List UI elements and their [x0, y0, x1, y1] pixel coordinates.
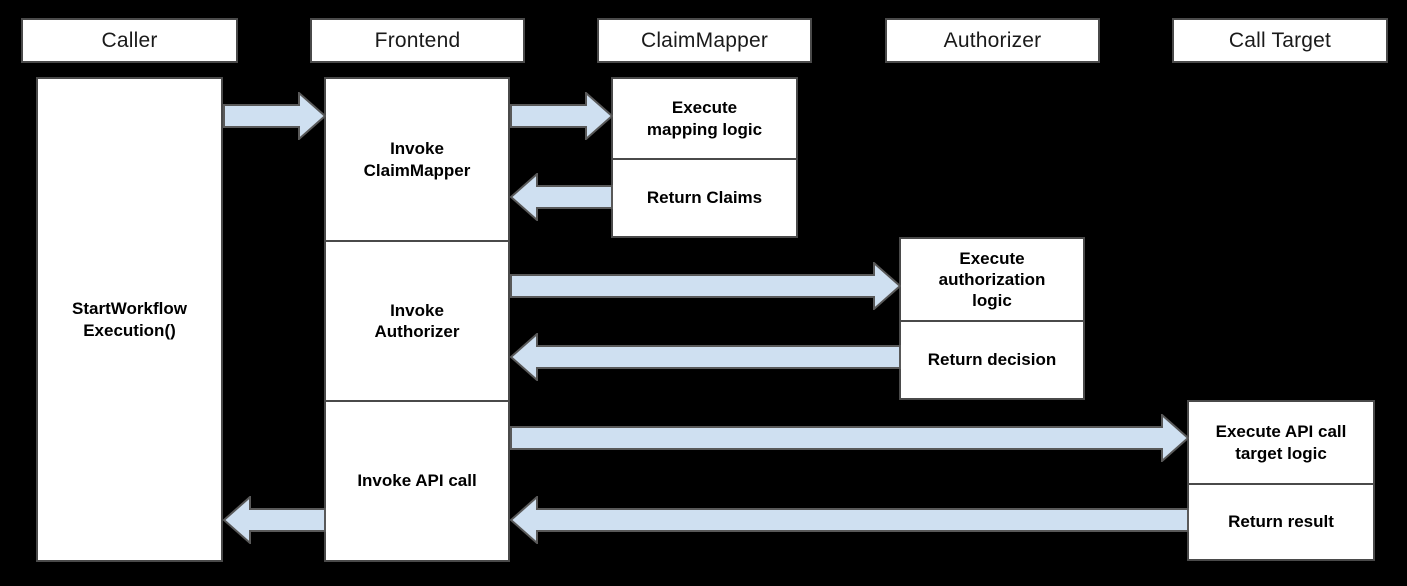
calltarget-cell2-line1: Return result [1228, 512, 1334, 532]
lane-header-calltarget: Call Target [1172, 18, 1388, 63]
frontend-cell2-line1: Invoke [390, 300, 444, 320]
frontend-cell3-line1: Invoke API call [357, 471, 477, 491]
caller-cell-line2: Execution() [83, 320, 176, 340]
authorizer-cell1-line1: Execute [959, 248, 1025, 268]
claimmapper-cell2-line1: Return Claims [646, 188, 763, 208]
activation-cell-frontend-invoke-claimmapper: Invoke ClaimMapper [326, 79, 508, 240]
message-arrow-frontend-to-claimmapper [510, 92, 613, 140]
activation-cell-calltarget-execute-api-call-target-logic: Execute API call target logic [1189, 402, 1373, 483]
calltarget-cell1-line2: target logic [1235, 443, 1327, 463]
activation-cell-claimmapper-return-claims: Return Claims [613, 158, 796, 236]
message-arrow-frontend-to-authorizer [510, 262, 901, 310]
activation-calltarget: Execute API call target logic Return res… [1187, 400, 1375, 561]
claimmapper-cell1-line1: Execute [671, 98, 738, 118]
message-arrow-frontend-to-calltarget [510, 414, 1189, 462]
lane-header-claimmapper: ClaimMapper [597, 18, 812, 63]
authorizer-cell1-line3: logic [972, 291, 1012, 311]
caller-cell-line1: StartWorkflow [72, 299, 187, 319]
lane-header-caller: Caller [21, 18, 238, 63]
calltarget-cell1-line1: Execute API call [1215, 422, 1347, 442]
activation-cell-claimmapper-execute-mapping-logic: Execute mapping logic [613, 79, 796, 158]
message-arrow-authorizer-to-frontend [509, 333, 901, 381]
claimmapper-cell1-line2: mapping logic [646, 119, 763, 139]
frontend-cell2-line2: Authorizer [374, 322, 460, 341]
message-arrow-calltarget-to-frontend [509, 496, 1189, 544]
lane-header-authorizer-label: Authorizer [943, 29, 1042, 52]
activation-cell-authorizer-execute-authorization-logic: Execute authorization logic [901, 239, 1083, 320]
activation-claimmapper: Execute mapping logic Return Claims [611, 77, 798, 238]
lane-header-frontend-label: Frontend [374, 29, 461, 52]
frontend-cell1-line2: ClaimMapper [363, 160, 471, 180]
lane-header-calltarget-label: Call Target [1228, 29, 1332, 52]
activation-cell-frontend-invoke-api-call: Invoke API call [326, 400, 508, 560]
activation-authorizer: Execute authorization logic Return decis… [899, 237, 1085, 400]
activation-cell-frontend-invoke-authorizer: Invoke Authorizer [326, 240, 508, 400]
lane-header-frontend: Frontend [310, 18, 525, 63]
message-arrow-frontend-to-caller [222, 496, 326, 544]
activation-cell-caller-start-workflow: StartWorkflow Execution() [38, 79, 221, 560]
activation-caller: StartWorkflow Execution() [36, 77, 223, 562]
authorizer-cell1-line2: authorization [938, 269, 1046, 289]
frontend-cell1-line1: Invoke [390, 139, 444, 159]
authorizer-cell2-line1: Return decision [927, 350, 1057, 370]
lane-header-claimmapper-label: ClaimMapper [640, 29, 769, 52]
message-arrow-claimmapper-to-frontend [509, 173, 613, 221]
activation-cell-authorizer-return-decision: Return decision [901, 320, 1083, 398]
activation-cell-calltarget-return-result: Return result [1189, 483, 1373, 559]
message-arrow-caller-to-frontend [223, 92, 326, 140]
lane-header-authorizer: Authorizer [885, 18, 1100, 63]
lane-header-caller-label: Caller [101, 29, 158, 52]
activation-frontend: Invoke ClaimMapper Invoke Authorizer Inv… [324, 77, 510, 562]
